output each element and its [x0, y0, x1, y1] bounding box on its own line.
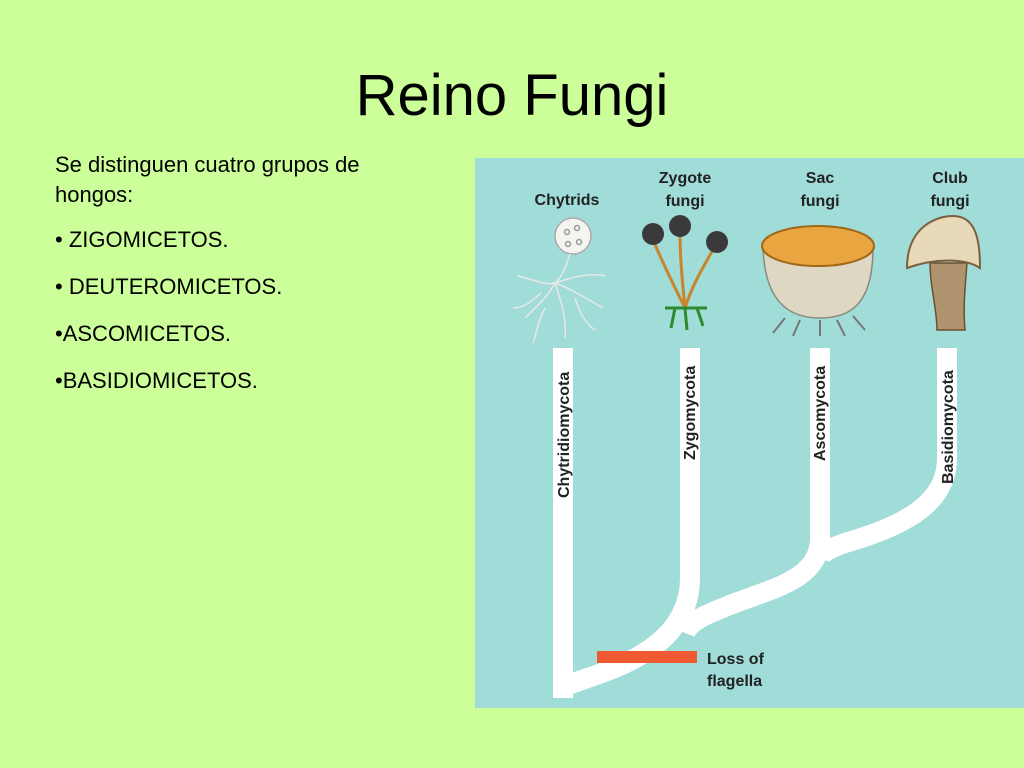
intro-text: Se distinguen cuatro grupos de hongos: — [55, 152, 360, 207]
group-label-chytrids: Chytrids — [535, 192, 600, 209]
chytrid-icon — [512, 217, 606, 344]
group-label-club-line2: fungi — [930, 193, 969, 210]
group-label-club-line1: Club — [932, 170, 968, 187]
phylogeny-tree: Loss of flagella Chytridiomycota Zygomyc… — [475, 158, 1024, 708]
phylogeny-figure: Loss of flagella Chytridiomycota Zygomyc… — [475, 158, 1024, 708]
bullet-item: •BASIDIOMICETOS. — [55, 368, 258, 393]
bullet-item: •ASCOMICETOS. — [55, 321, 231, 346]
phylum-label-chytridiomycota: Chytridiomycota — [556, 372, 573, 498]
zygote-fungus-icon — [642, 215, 728, 331]
branch-basidiomycota — [810, 348, 957, 563]
slide-title: Reino Fungi — [355, 63, 669, 128]
phylum-label-basidiomycota: Basidiomycota — [940, 370, 957, 484]
branch-ascomycota — [675, 348, 830, 638]
phylum-label-ascomycota: Ascomycota — [812, 366, 829, 461]
sac-fungus-icon — [761, 225, 875, 337]
mushroom-icon — [905, 214, 982, 331]
group-label-sac-line1: Sac — [806, 170, 835, 187]
phylum-label-zygomycota: Zygomycota — [682, 366, 699, 460]
bullet-list: • ZIGOMICETOS. • DEUTEROMICETOS. •ASCOMI… — [55, 228, 435, 416]
group-label-zygote-line2: fungi — [665, 193, 704, 210]
event-label-line1: Loss of — [707, 651, 765, 668]
group-label-zygote-line1: Zygote — [659, 170, 712, 187]
bullet-item: • ZIGOMICETOS. — [55, 227, 229, 252]
loss-of-flagella-bar — [597, 651, 697, 663]
event-label-line2: flagella — [707, 673, 762, 690]
group-label-sac-line2: fungi — [800, 193, 839, 210]
bullet-item: • DEUTEROMICETOS. — [55, 274, 283, 299]
